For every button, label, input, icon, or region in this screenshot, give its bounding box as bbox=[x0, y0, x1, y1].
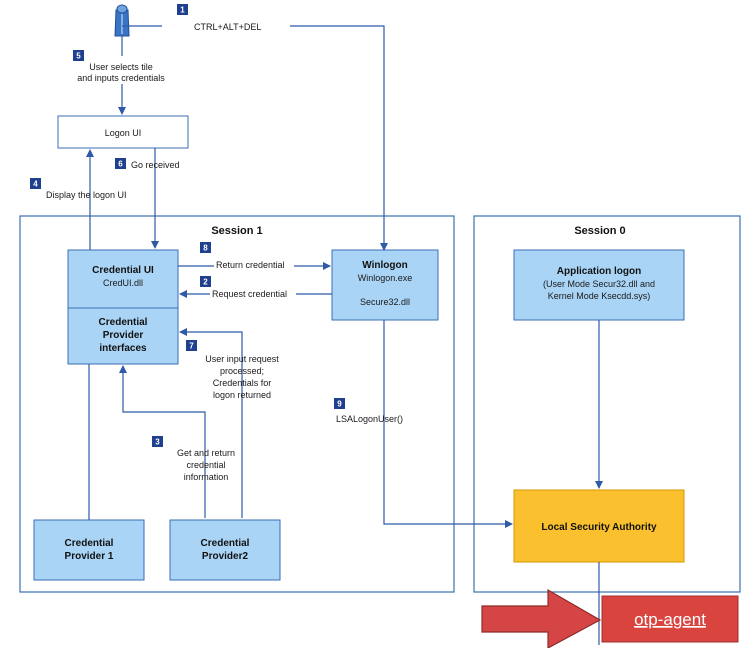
step3-label-line1: Get and return bbox=[177, 448, 235, 458]
step4-badge bbox=[30, 178, 41, 189]
step8-label-bg bbox=[214, 258, 294, 270]
application-logon-sub1: (User Mode Secur32.dll and bbox=[543, 279, 655, 289]
step6-label: Go received bbox=[131, 160, 180, 170]
logon-ui-box bbox=[57, 115, 189, 149]
step6-number: 6 bbox=[118, 160, 123, 169]
step9-label: LSALogonUser() bbox=[336, 414, 403, 424]
otp-agent-callout-arrow bbox=[481, 588, 602, 648]
step7-label-line2: processed; bbox=[220, 366, 264, 376]
step2-label: Request credential bbox=[212, 289, 287, 299]
step5-label-line2: and inputs credentials bbox=[77, 73, 165, 83]
winlogon-box bbox=[331, 249, 439, 321]
credential-ui-title: Credential UI bbox=[92, 265, 154, 276]
provider2-line1: Credential bbox=[201, 538, 250, 549]
otp-agent-label: otp-agent bbox=[634, 610, 706, 629]
step2-number: 2 bbox=[203, 278, 208, 287]
to-winlogon-arrow bbox=[290, 25, 388, 251]
step5-label-line1: User selects tile bbox=[89, 62, 153, 72]
winlogon-sub2: Secure32.dll bbox=[360, 297, 410, 307]
winlogon-title: Winlogon bbox=[362, 260, 407, 271]
credential-ui-sub: CredUI.dll bbox=[103, 278, 143, 288]
user-icon bbox=[114, 4, 130, 37]
step6-badge bbox=[115, 158, 126, 169]
application-logon-title: Application logon bbox=[557, 266, 641, 277]
provider1-line1: Credential bbox=[65, 538, 114, 549]
step7-badge bbox=[186, 340, 197, 351]
step7-label-line1: User input request bbox=[205, 354, 279, 364]
step3-number: 3 bbox=[155, 438, 160, 447]
step2-badge bbox=[200, 276, 211, 287]
step3-badge bbox=[152, 436, 163, 447]
lsa-box bbox=[513, 489, 685, 563]
step4-label: Display the logon UI bbox=[46, 190, 127, 200]
application-logon-box bbox=[513, 249, 685, 321]
step2-label-bg bbox=[210, 287, 296, 299]
step4-number: 4 bbox=[33, 180, 38, 189]
session1-container bbox=[19, 215, 455, 593]
logon-ui-title: Logon UI bbox=[105, 128, 142, 138]
lsa-title: Local Security Authority bbox=[541, 522, 657, 533]
step1-label: CTRL+ALT+DEL bbox=[194, 22, 261, 32]
session0-title: Session 0 bbox=[574, 225, 625, 237]
step5-badge bbox=[73, 50, 84, 61]
application-logon-sub2: Kernel Mode Ksecdd.sys) bbox=[548, 291, 651, 301]
cp-interfaces-line1: Credential bbox=[99, 317, 148, 328]
winlogon-sub1: Winlogon.exe bbox=[358, 273, 413, 283]
step9-badge bbox=[334, 398, 345, 409]
step5-number: 5 bbox=[76, 52, 81, 61]
step7-label-line3: Credentials for bbox=[213, 378, 272, 388]
session0-container bbox=[473, 215, 741, 593]
cp-interfaces-line2: Provider bbox=[103, 330, 144, 341]
step3-label-line2: credential bbox=[186, 460, 225, 470]
cp-interfaces-line3: interfaces bbox=[99, 343, 147, 354]
credential-ui-box bbox=[67, 249, 179, 309]
step3-label-line3: information bbox=[184, 472, 229, 482]
provider2-line2: Provider2 bbox=[202, 551, 249, 562]
provider1-line2: Provider 1 bbox=[65, 551, 114, 562]
step7-number: 7 bbox=[189, 342, 194, 351]
step1-badge bbox=[177, 4, 188, 15]
credential-provider-interfaces-box bbox=[67, 307, 179, 365]
step9-number: 9 bbox=[337, 400, 342, 409]
credential-provider2-box bbox=[169, 519, 281, 581]
session1-title: Session 1 bbox=[211, 225, 262, 237]
lsa-logon-user-arrow bbox=[383, 320, 513, 528]
otp-agent-badge bbox=[601, 595, 739, 643]
get-return-credential-arrow bbox=[119, 365, 206, 518]
step8-label: Return credential bbox=[216, 260, 285, 270]
step7-label-line4: logon returned bbox=[213, 390, 271, 400]
user-input-processed-arrow bbox=[179, 328, 243, 518]
step1-number: 1 bbox=[180, 6, 185, 15]
step8-number: 8 bbox=[203, 244, 208, 253]
credential-provider1-box bbox=[33, 519, 145, 581]
step8-badge bbox=[200, 242, 211, 253]
